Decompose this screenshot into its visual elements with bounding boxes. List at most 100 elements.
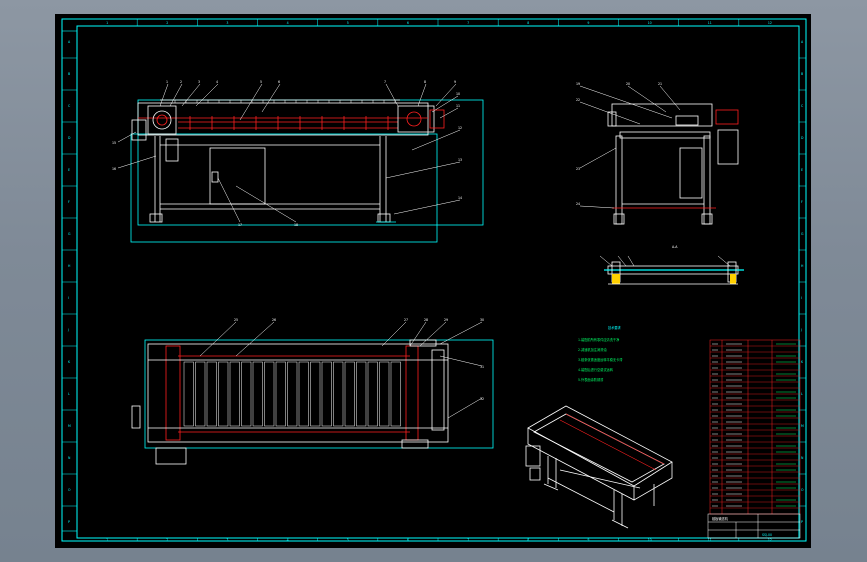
chain-slat bbox=[356, 361, 367, 427]
chain-slat bbox=[367, 361, 378, 427]
zone-label: 2 bbox=[166, 21, 168, 25]
zone-label: 1 bbox=[106, 21, 108, 25]
callout-number: 11 bbox=[456, 104, 460, 108]
zone-label: E bbox=[801, 168, 803, 172]
callout-number: 9 bbox=[454, 80, 456, 84]
zone-label: 10 bbox=[648, 538, 652, 542]
chain-slat bbox=[310, 361, 321, 427]
callout-number: 14 bbox=[458, 196, 462, 200]
note-line-5: 5.外表面涂防锈漆 bbox=[578, 377, 604, 382]
zone-label: E bbox=[68, 168, 70, 172]
zone-label: H bbox=[68, 264, 71, 268]
zone-label: 9 bbox=[587, 21, 589, 25]
chain-slat bbox=[229, 361, 240, 427]
zone-label: N bbox=[801, 456, 804, 460]
chain-slat bbox=[379, 361, 390, 427]
zone-label: H bbox=[801, 264, 804, 268]
zone-label: O bbox=[801, 488, 804, 492]
title-block-name: 链板输送机 bbox=[712, 516, 729, 521]
section-label: A-A bbox=[672, 245, 678, 249]
zone-label: 2 bbox=[166, 538, 168, 542]
zone-label: J bbox=[800, 328, 802, 332]
callout-number: 7 bbox=[384, 80, 386, 84]
note-line-1: 1.装配前所有零件应清洗干净 bbox=[578, 337, 620, 342]
chain-slat bbox=[275, 361, 286, 427]
parts-list bbox=[709, 339, 801, 515]
zone-label: 12 bbox=[768, 21, 772, 25]
zone-label: 7 bbox=[467, 538, 469, 542]
zone-label: 10 bbox=[648, 21, 652, 25]
chain-slat bbox=[195, 361, 206, 427]
callout-number: 3 bbox=[198, 80, 200, 84]
callout-number: 17 bbox=[238, 223, 242, 227]
top-view bbox=[131, 339, 494, 465]
zone-label: B bbox=[801, 72, 803, 76]
chain-slat bbox=[183, 361, 194, 427]
note-line-3: 3.链条张紧适度运转平稳无卡滞 bbox=[578, 357, 623, 362]
callout-number: 13 bbox=[458, 158, 462, 162]
callouts-side: 19 20 21 22 23 24 bbox=[576, 82, 662, 206]
callout-number: 24 bbox=[576, 202, 580, 206]
callout-number: 32 bbox=[480, 397, 484, 401]
zone-label: A bbox=[801, 40, 804, 44]
zone-label: 5 bbox=[347, 538, 349, 542]
zone-label: 9 bbox=[587, 538, 589, 542]
chain-slat bbox=[218, 361, 229, 427]
zone-label: C bbox=[801, 104, 804, 108]
callout-number: 22 bbox=[576, 98, 580, 102]
zone-label: F bbox=[801, 200, 803, 204]
chain-slat bbox=[321, 361, 332, 427]
zone-label: 4 bbox=[287, 21, 289, 25]
chain-slat bbox=[287, 361, 298, 427]
zone-label: O bbox=[68, 488, 71, 492]
zone-label: 4 bbox=[287, 538, 289, 542]
callout-number: 4 bbox=[216, 80, 218, 84]
zone-label: 12 bbox=[768, 538, 772, 542]
chain-slat bbox=[390, 361, 401, 427]
zone-label: D bbox=[68, 136, 71, 140]
zone-label: L bbox=[801, 392, 803, 396]
zone-label: I bbox=[68, 296, 69, 300]
zone-label: B bbox=[68, 72, 70, 76]
top-view-leaders bbox=[199, 321, 483, 419]
callout-number: 23 bbox=[576, 167, 580, 171]
top-view-chain-slats bbox=[183, 361, 401, 427]
callout-number: 21 bbox=[658, 82, 662, 86]
callout-number: 15 bbox=[112, 141, 116, 145]
title-block-drawing-no: SSJ-00 bbox=[762, 533, 772, 537]
callout-number: 19 bbox=[576, 82, 580, 86]
zone-label: 11 bbox=[708, 21, 712, 25]
callout-number: 29 bbox=[444, 318, 448, 322]
zone-label: 11 bbox=[708, 538, 712, 542]
callout-number: 31 bbox=[480, 365, 484, 369]
zone-label: 6 bbox=[407, 21, 409, 25]
zone-label: 6 bbox=[407, 538, 409, 542]
isometric-red-parts bbox=[559, 413, 665, 471]
technical-notes: 技术要求 1.装配前所有零件应清洗干净 2.减速机加注润滑油 3.链条张紧适度运… bbox=[578, 325, 623, 382]
chain-slat bbox=[241, 361, 252, 427]
zone-label: 3 bbox=[226, 21, 228, 25]
callout-number: 6 bbox=[278, 80, 280, 84]
chain-slat bbox=[252, 361, 263, 427]
callout-number: 5 bbox=[260, 80, 262, 84]
callout-number: 25 bbox=[234, 318, 238, 322]
zone-label: C bbox=[68, 104, 71, 108]
front-view bbox=[130, 99, 484, 243]
notes-title: 技术要求 bbox=[608, 325, 622, 330]
callout-number: 26 bbox=[272, 318, 276, 322]
callout-number: 12 bbox=[458, 126, 462, 130]
front-view-leaders bbox=[117, 83, 461, 223]
callout-number: 20 bbox=[626, 82, 630, 86]
note-line-2: 2.减速机加注润滑油 bbox=[578, 347, 607, 352]
zone-label: L bbox=[68, 392, 70, 396]
section-aa bbox=[604, 261, 744, 285]
zone-label: P bbox=[801, 520, 803, 524]
drawing-border bbox=[61, 18, 807, 542]
zone-label: F bbox=[68, 200, 70, 204]
